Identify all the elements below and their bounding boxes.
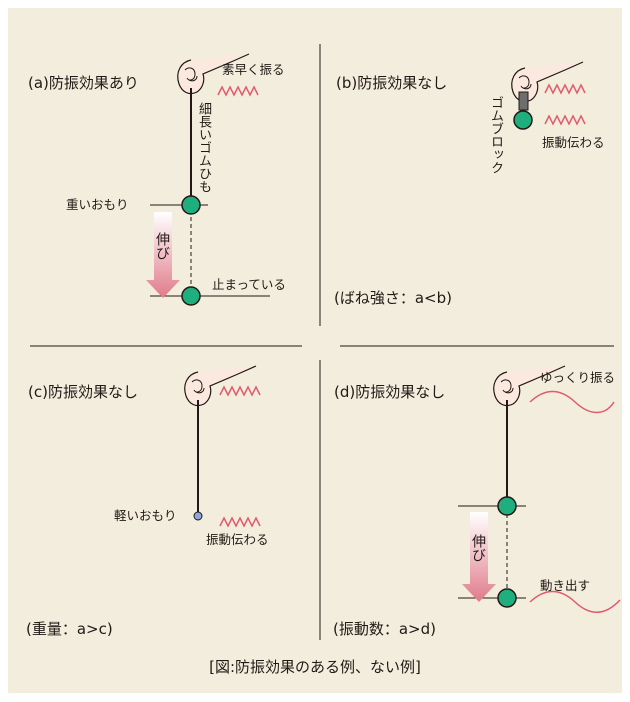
vibration-transmitted-label: 振動伝わる xyxy=(206,532,269,547)
panel-d-title: (d)防振効果なし xyxy=(334,383,446,401)
wave-top xyxy=(544,83,586,95)
rubber-block xyxy=(518,91,529,111)
stopped-ball xyxy=(181,286,201,306)
starts-moving-label: 動き出す xyxy=(540,578,591,593)
stopped-label: 止まっている xyxy=(212,277,286,292)
panel-b-title: (b)防振効果なし xyxy=(336,74,448,92)
vibration-transmitted-label: 振動伝わる xyxy=(542,135,605,150)
stretch-arrow xyxy=(462,512,496,602)
spring-comparison: (ばね強さ：a<b) xyxy=(334,289,452,307)
wave-bottom xyxy=(219,516,261,528)
stretch-arrow xyxy=(146,212,180,298)
shake-fast-label: 素早く振る xyxy=(222,62,285,77)
frequency-comparison: (振動数：a>d) xyxy=(333,620,436,638)
ball xyxy=(513,110,533,130)
weight-comparison: (重量：a>c) xyxy=(26,620,113,638)
light-weight-ball xyxy=(193,511,203,521)
panel-a-art xyxy=(146,53,270,306)
panel-b-art xyxy=(511,61,586,130)
shake-slow-label: ゆっくり振る xyxy=(540,370,616,385)
rubber-block-label: ゴムブロック xyxy=(488,96,503,174)
panel-c-title: (c)防振効果なし xyxy=(28,383,138,401)
fast-wave xyxy=(217,85,259,97)
panel-d-art xyxy=(458,365,621,613)
ball-bottom xyxy=(497,588,517,608)
heavy-weight-label: 重いおもり xyxy=(66,197,129,212)
panel-a-title: (a)防振効果あり xyxy=(28,74,139,92)
stretch-label: 伸び xyxy=(470,534,486,562)
heavy-weight-ball xyxy=(181,195,201,215)
wave-top xyxy=(219,385,261,397)
ball-top xyxy=(497,496,517,516)
figure-caption: [図:防振効果のある例、ない例] xyxy=(209,658,421,676)
rubber-string-label: 細長いゴムひも xyxy=(196,102,211,193)
wave-bottom xyxy=(544,114,586,126)
slow-wave-bottom xyxy=(529,590,621,613)
hand-icon xyxy=(184,365,257,407)
panel-c-art xyxy=(184,365,261,528)
stretch-label: 伸び xyxy=(154,232,170,260)
light-weight-label: 軽いおもり xyxy=(114,508,177,523)
slow-wave-top xyxy=(529,390,615,414)
